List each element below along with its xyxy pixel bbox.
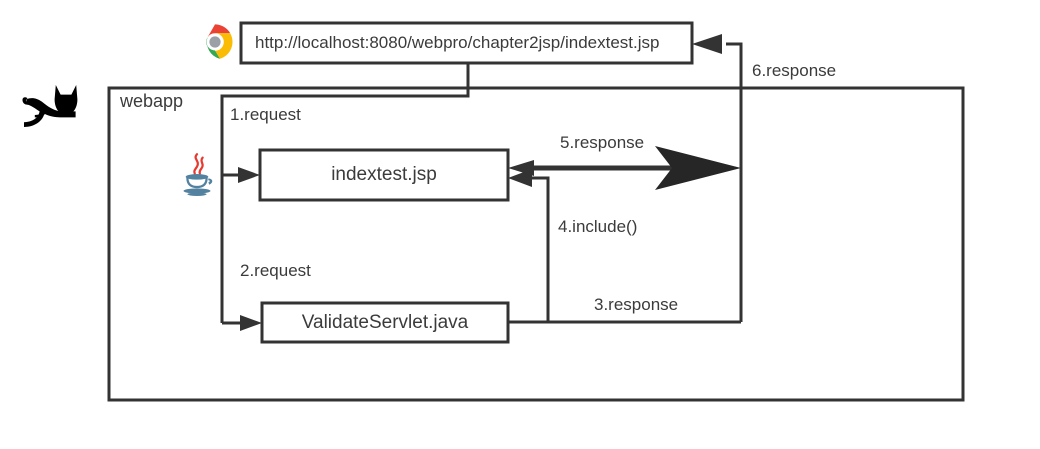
chrome-icon (195, 22, 235, 62)
java-coffee-cup-icon (180, 152, 214, 196)
flow-label-6-response: 6.response (752, 61, 837, 80)
connector-6-response (726, 42, 743, 322)
node-box-indextest-jsp[interactable] (258, 148, 510, 202)
arrowhead-into-indextest-jsp-left (238, 167, 260, 183)
flow-label-3-response: 3.response (594, 295, 679, 314)
webapp-label: webapp (120, 91, 184, 111)
node-label-validateservlet-java[interactable]: ValidateServlet.java (301, 311, 469, 333)
arrowhead-into-indextest-jsp-response (508, 160, 534, 176)
flow-label-5-response: 5.response (560, 133, 645, 152)
flow-label-4-include: 4.include() (558, 217, 638, 236)
arrowhead-big-right-response (655, 146, 741, 190)
tomcat-cat-icon (18, 80, 90, 132)
arrowhead-into-validateservlet-java (240, 315, 262, 331)
node-label-indextest-jsp[interactable]: indextest.jsp (331, 164, 437, 185)
node-box-validateservlet-java[interactable] (260, 301, 510, 344)
flow-label-2-request: 2.request (240, 261, 311, 280)
flow-label-1-request: 1.request (230, 105, 301, 124)
browser-url-text[interactable]: http://localhost:8080/webpro/chapter2jsp… (255, 33, 660, 52)
connector-4-include (516, 176, 550, 322)
webapp-container-box (107, 86, 965, 402)
arrowhead-into-browser-url-box (692, 34, 722, 54)
connector-1-request (220, 63, 470, 323)
